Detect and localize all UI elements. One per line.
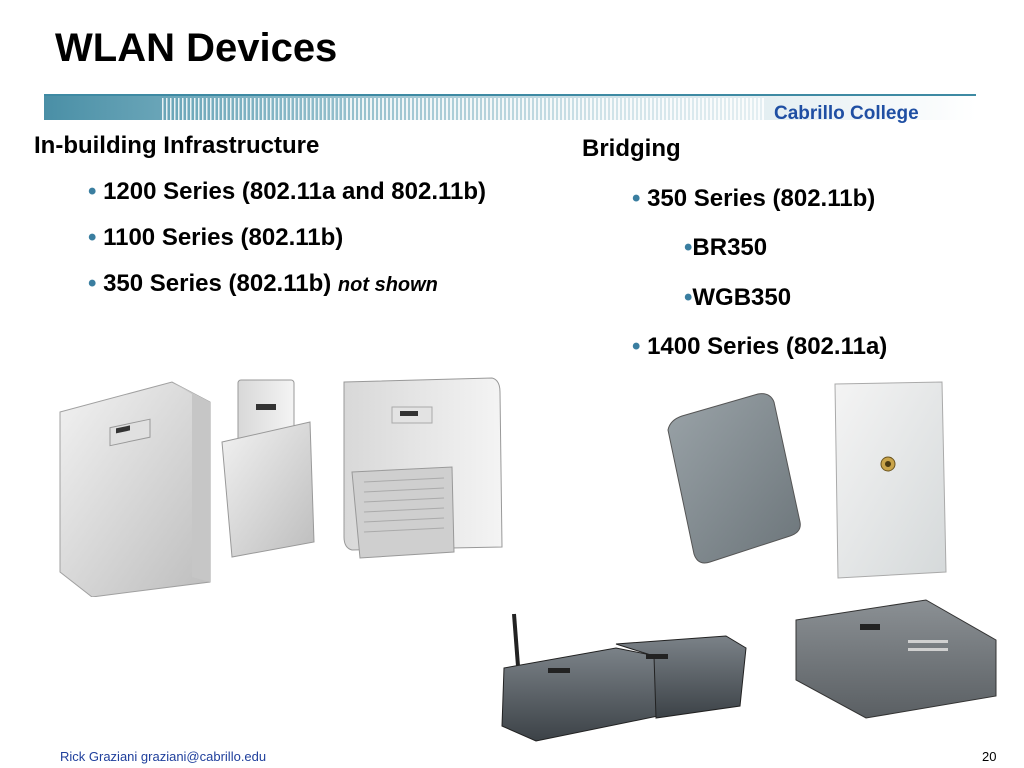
list-item: • 350 Series (802.11b) not shown	[88, 270, 438, 298]
page-number: 20	[982, 749, 997, 764]
item-text: BR350	[692, 234, 768, 261]
item-text: 1100 Series (802.11b)	[103, 224, 344, 251]
list-item: • 1200 Series (802.11a and 802.11b)	[88, 178, 486, 206]
item-text: 350 Series (802.11b)	[103, 270, 332, 297]
item-text: WGB350	[692, 284, 792, 311]
bullet: •	[632, 333, 641, 360]
item-text: 1200 Series (802.11a and 802.11b)	[103, 178, 487, 205]
bullet: •	[88, 270, 97, 297]
left-heading: In-building Infrastructure	[34, 132, 320, 159]
item-note: not shown	[337, 274, 438, 296]
bullet: •	[684, 284, 693, 311]
footer-author: Rick Graziani graziani@cabrillo.edu	[60, 749, 267, 764]
slide-title: WLAN Devices	[55, 26, 338, 70]
bullet: •	[88, 178, 97, 205]
access-points-photo	[59, 377, 503, 597]
list-subitem: •BR350	[684, 234, 767, 262]
list-item: • 1100 Series (802.11b)	[88, 224, 343, 252]
item-text: 350 Series (802.11b)	[647, 185, 876, 212]
bullet: •	[684, 234, 693, 261]
list-item: • 350 Series (802.11b)	[632, 185, 875, 213]
bridge-350-photo	[501, 599, 997, 742]
bullet: •	[632, 185, 641, 212]
list-item: • 1400 Series (802.11a)	[632, 333, 887, 361]
right-heading: Bridging	[582, 135, 681, 162]
bullet: •	[88, 224, 97, 251]
item-text: 1400 Series (802.11a)	[647, 333, 888, 360]
brand-logo: Cabrillo College	[774, 103, 919, 124]
decorative-header-bar	[44, 94, 976, 120]
bridges-photo	[667, 381, 947, 579]
list-subitem: •WGB350	[684, 284, 791, 312]
